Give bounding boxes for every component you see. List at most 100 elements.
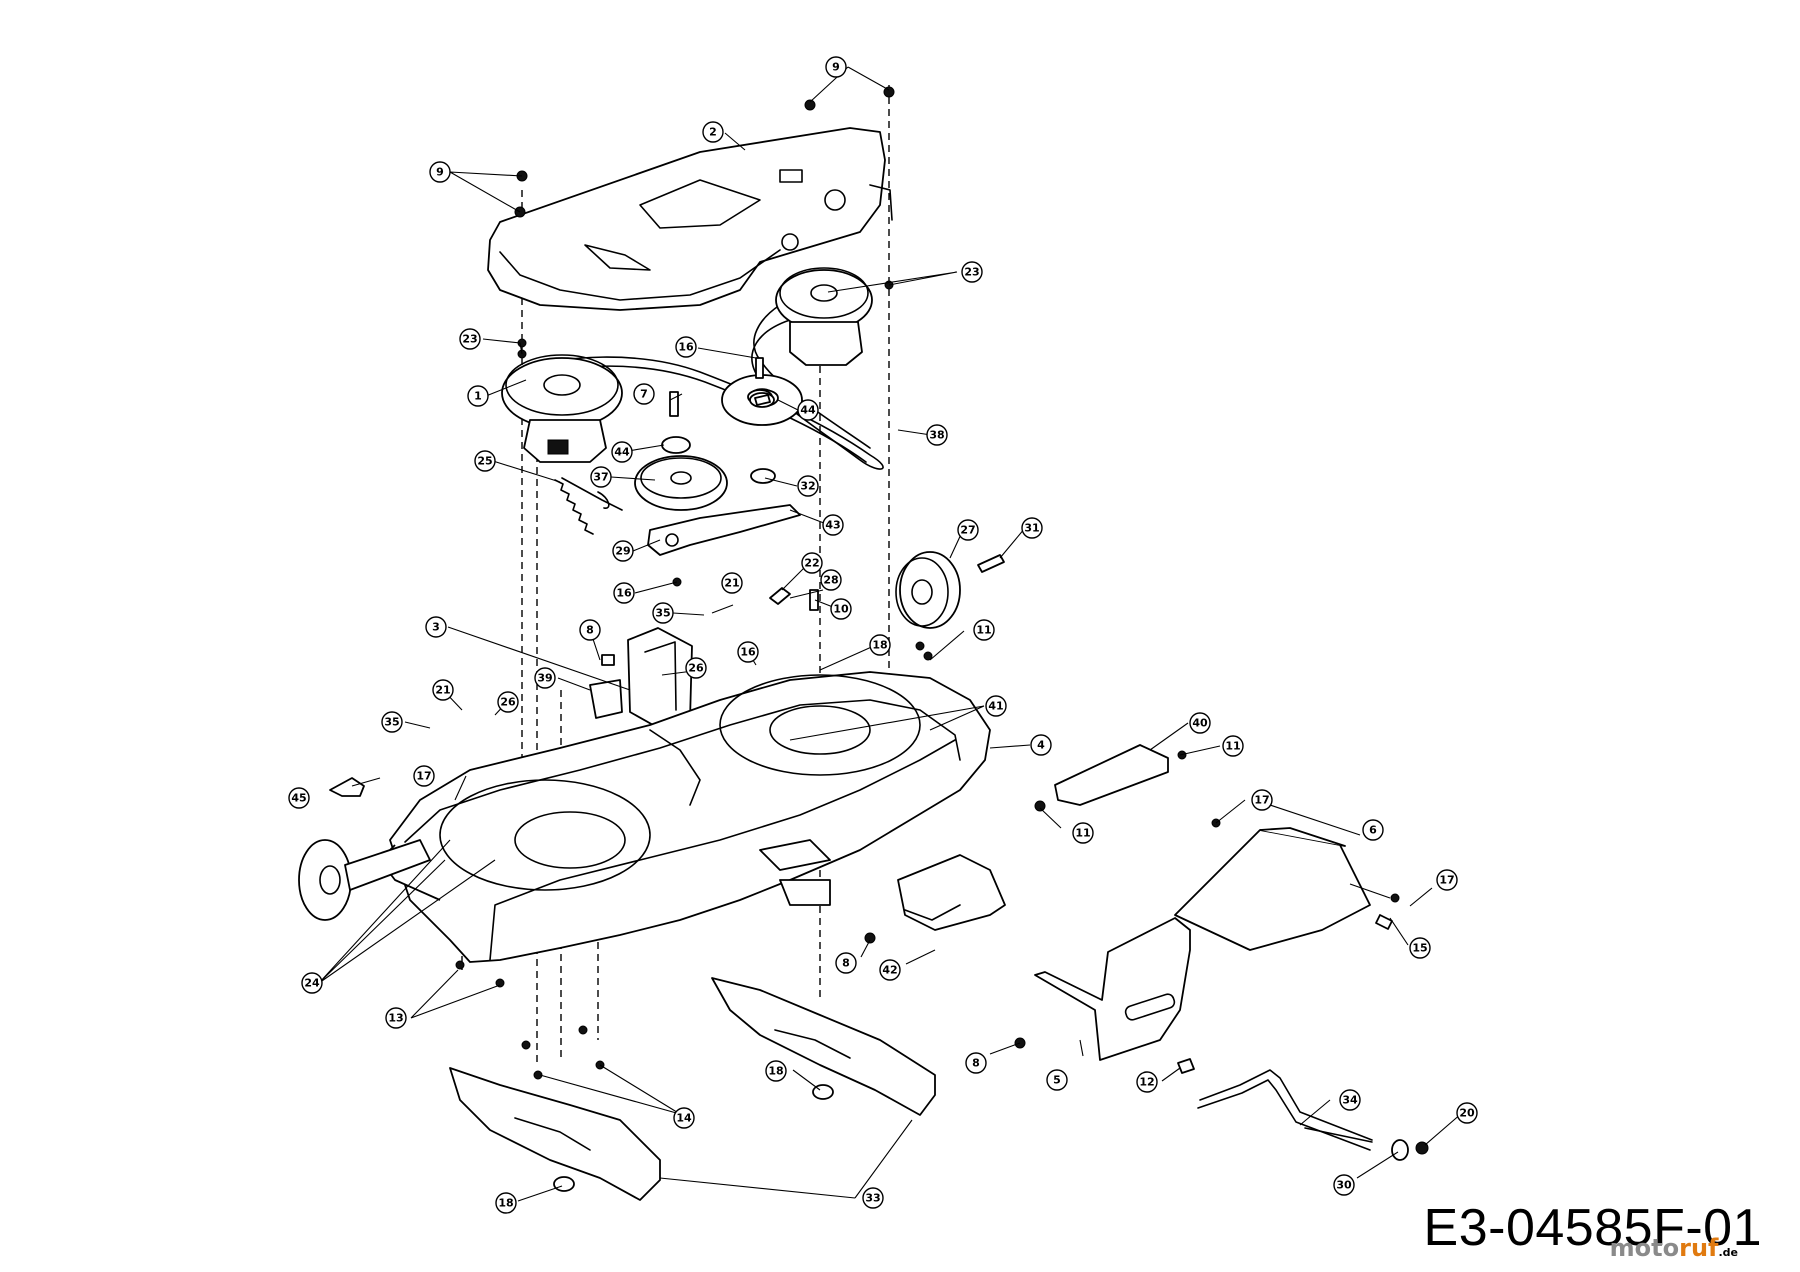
left-gauge-wheel [298, 839, 431, 921]
mower-deck-housing [379, 671, 991, 963]
svg-text:39: 39 [537, 672, 552, 685]
callout-16: 16 [675, 336, 697, 358]
svg-text:16: 16 [616, 587, 632, 600]
callout-41: 41 [985, 695, 1007, 717]
mounting-bracket [1054, 744, 1169, 806]
svg-text:38: 38 [929, 429, 944, 442]
callout-32: 32 [797, 475, 819, 497]
belt-cover [487, 127, 893, 311]
callout-21: 21 [432, 679, 454, 701]
callout-6: 6 [1362, 819, 1384, 841]
svg-text:40: 40 [1192, 717, 1208, 730]
svg-text:3: 3 [432, 621, 440, 634]
callout-25: 25 [474, 450, 496, 472]
callout-20: 20 [1456, 1102, 1478, 1124]
callout-1: 1 [467, 385, 489, 407]
svg-text:45: 45 [291, 792, 306, 805]
svg-text:26: 26 [500, 696, 516, 709]
svg-text:17: 17 [416, 770, 431, 783]
right-gauge-wheel [895, 551, 1005, 629]
right-spindle-pulley [775, 267, 873, 366]
svg-text:35: 35 [655, 607, 670, 620]
svg-text:34: 34 [1342, 1094, 1358, 1107]
svg-text:5: 5 [1053, 1074, 1061, 1087]
watermark-suffix: .de [1718, 1246, 1738, 1259]
svg-text:9: 9 [436, 166, 444, 179]
callout-35: 35 [652, 602, 674, 624]
callout-9: 9 [825, 56, 847, 78]
right-mower-blade [711, 977, 936, 1116]
callout-38: 38 [926, 424, 948, 446]
callout-9: 9 [429, 161, 451, 183]
diagram-code: E3-04585F-01 [1423, 1199, 1762, 1257]
callout-18: 18 [869, 634, 891, 656]
callout-39: 39 [534, 667, 556, 689]
callout-34: 34 [1339, 1089, 1361, 1111]
svg-text:44: 44 [800, 404, 816, 417]
callout-2: 2 [702, 121, 724, 143]
callout-8: 8 [965, 1052, 987, 1074]
callout-13: 13 [385, 1007, 407, 1029]
svg-text:4: 4 [1037, 739, 1045, 752]
callout-27: 27 [957, 519, 979, 541]
svg-text:6: 6 [1369, 824, 1377, 837]
svg-text:7: 7 [640, 388, 648, 401]
callout-24: 24 [301, 972, 323, 994]
callout-29: 29 [612, 540, 634, 562]
discharge-shield-plate [1174, 827, 1371, 951]
callout-16: 16 [613, 582, 635, 604]
callout-bubbles: 9 9 2 23 23 1 16 7 44 44 38 25 37 32 43 … [288, 56, 1478, 1214]
svg-text:23: 23 [462, 333, 477, 346]
idler-pulleys [634, 374, 803, 511]
callout-42: 42 [879, 959, 901, 981]
left-mower-blade [449, 1067, 661, 1201]
callout-28: 28 [820, 569, 842, 591]
svg-text:43: 43 [825, 519, 840, 532]
callout-10: 10 [830, 598, 852, 620]
svg-text:1: 1 [474, 390, 482, 403]
svg-text:13: 13 [388, 1012, 403, 1025]
svg-text:26: 26 [688, 662, 704, 675]
svg-text:8: 8 [972, 1057, 980, 1070]
callout-23: 23 [459, 328, 481, 350]
callout-4: 4 [1030, 734, 1052, 756]
callout-8: 8 [835, 952, 857, 974]
svg-text:31: 31 [1024, 522, 1039, 535]
callout-33: 33 [862, 1187, 884, 1209]
callout-17: 17 [1436, 869, 1458, 891]
callout-16: 16 [737, 641, 759, 663]
svg-text:12: 12 [1139, 1076, 1154, 1089]
svg-text:35: 35 [384, 716, 399, 729]
svg-text:29: 29 [615, 545, 630, 558]
callout-11: 11 [1072, 822, 1094, 844]
small-bracket [329, 777, 365, 797]
callout-23: 23 [961, 261, 983, 283]
callout-26: 26 [685, 657, 707, 679]
svg-text:21: 21 [435, 684, 450, 697]
site-watermark: motoruf.de [1610, 1234, 1738, 1262]
callout-26: 26 [497, 691, 519, 713]
svg-text:8: 8 [842, 957, 850, 970]
svg-text:16: 16 [678, 341, 694, 354]
deflector-bracket [1034, 917, 1191, 1061]
svg-text:42: 42 [882, 964, 897, 977]
svg-text:8: 8 [586, 624, 594, 637]
callout-17: 17 [413, 765, 435, 787]
svg-text:20: 20 [1459, 1107, 1475, 1120]
callout-35: 35 [381, 711, 403, 733]
svg-text:22: 22 [804, 557, 819, 570]
tension-spring [554, 477, 623, 535]
svg-text:11: 11 [1225, 740, 1240, 753]
svg-text:14: 14 [676, 1112, 692, 1125]
svg-text:41: 41 [988, 700, 1003, 713]
callout-31: 31 [1021, 517, 1043, 539]
svg-text:23: 23 [964, 266, 979, 279]
svg-text:33: 33 [865, 1192, 880, 1205]
callout-7: 7 [633, 383, 655, 405]
svg-text:21: 21 [724, 577, 739, 590]
svg-text:2: 2 [709, 126, 717, 139]
hardware-fasteners [455, 86, 1429, 1192]
svg-text:17: 17 [1439, 874, 1454, 887]
callout-45: 45 [288, 787, 310, 809]
